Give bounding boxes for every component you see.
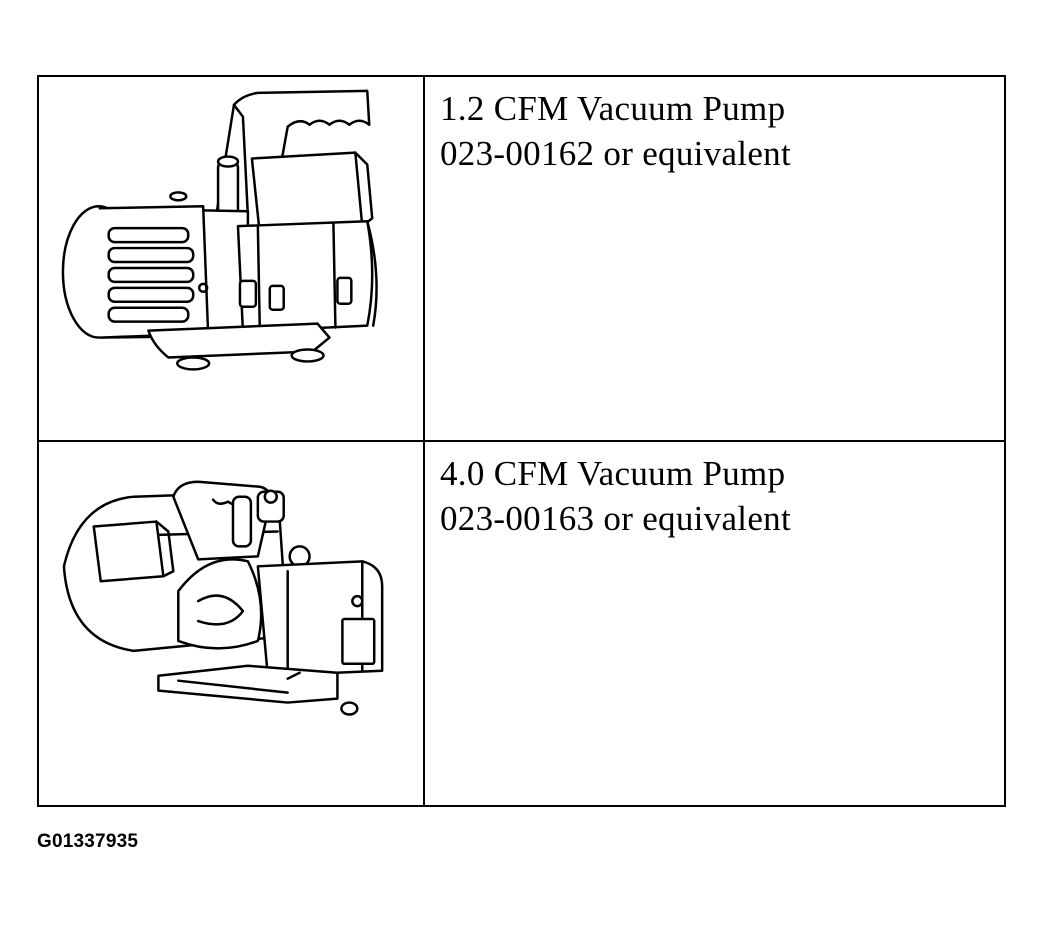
tool-name: 4.0 CFM Vacuum Pump <box>440 454 786 493</box>
tool-table: 1.2 CFM Vacuum Pump 023-00162 or equival… <box>37 75 1006 807</box>
large-vacuum-pump-icon <box>62 480 384 716</box>
tool-part-number: 023-00162 or equivalent <box>440 134 791 173</box>
tool-image-cell-1 <box>39 77 425 442</box>
tool-description-1: 1.2 CFM Vacuum Pump 023-00162 or equival… <box>425 77 1004 442</box>
tool-image-cell-2 <box>39 442 425 805</box>
small-vacuum-pump-icon <box>61 89 378 371</box>
figure-id: G01337935 <box>37 831 139 852</box>
tool-description-2: 4.0 CFM Vacuum Pump 023-00163 or equival… <box>425 442 1004 805</box>
tool-name: 1.2 CFM Vacuum Pump <box>440 89 786 128</box>
tool-part-number: 023-00163 or equivalent <box>440 499 791 538</box>
